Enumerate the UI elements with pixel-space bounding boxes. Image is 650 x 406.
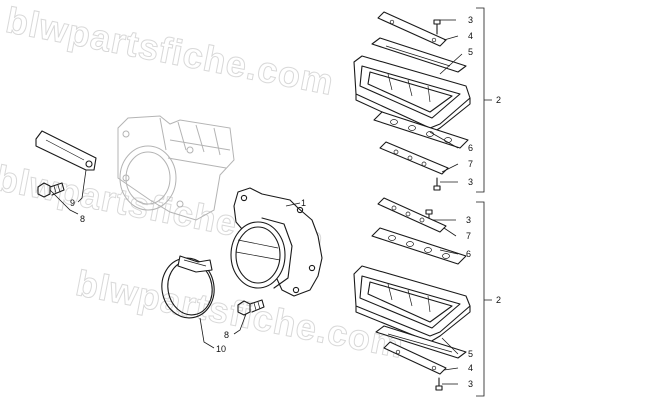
bolt-left xyxy=(37,182,65,198)
callout-8-right: 8 xyxy=(224,330,229,340)
ghost-engine-housing xyxy=(117,115,235,221)
hose-clamp xyxy=(161,255,215,319)
reed-assembly-lower xyxy=(353,197,471,391)
callout-4-lower: 4 xyxy=(468,363,473,373)
callout-3-upper-top: 3 xyxy=(468,15,473,25)
assembly-brackets xyxy=(476,7,492,397)
callout-5-lower: 5 xyxy=(468,349,473,359)
callout-5-upper: 5 xyxy=(468,47,473,57)
callout-3-lower-top: 3 xyxy=(466,215,471,225)
callout-8-left: 8 xyxy=(80,214,85,224)
callout-2-lower: 2 xyxy=(496,295,501,305)
callout-9: 9 xyxy=(70,198,75,208)
callouts: 1 2 2 3 3 3 3 4 4 5 5 6 6 7 7 8 8 9 10 xyxy=(70,15,501,389)
callout-3-upper-bottom: 3 xyxy=(468,177,473,187)
clamp-strap xyxy=(35,130,97,171)
callout-7-lower: 7 xyxy=(466,231,471,241)
callout-2-upper: 2 xyxy=(496,95,501,105)
callout-1: 1 xyxy=(301,198,306,208)
callout-3-lower-bottom: 3 xyxy=(468,379,473,389)
flange-adapter xyxy=(230,187,323,297)
callout-6-lower: 6 xyxy=(466,249,471,259)
callout-10: 10 xyxy=(216,344,226,354)
callout-7-upper: 7 xyxy=(468,159,473,169)
callout-6-upper: 6 xyxy=(468,143,473,153)
callout-4-upper: 4 xyxy=(468,31,473,41)
leader-lines xyxy=(49,19,463,385)
bolt-right xyxy=(237,299,265,316)
watermark-text-1: blwpartsfiche.com xyxy=(3,0,338,103)
reed-assembly-upper xyxy=(353,11,471,191)
